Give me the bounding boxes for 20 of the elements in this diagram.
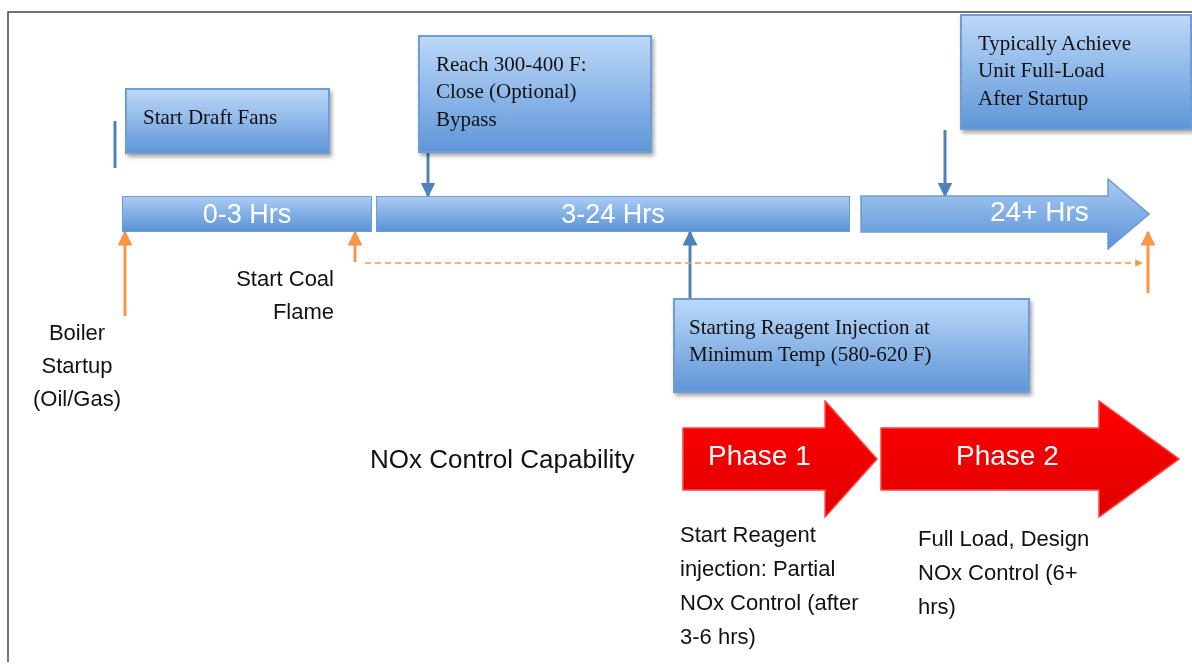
arrow bbox=[117, 230, 133, 316]
text-box: Reach 300-400 F: Close (Optional) Bypass bbox=[418, 35, 652, 153]
text-box: Typically Achieve Unit Full-Load After Startup bbox=[960, 14, 1192, 130]
arrow-label: Phase 1 bbox=[708, 440, 811, 472]
annotation-text: Start Coal Flame bbox=[200, 262, 362, 334]
timeline-bar: 0-3 Hrs bbox=[122, 196, 372, 232]
arrow bbox=[937, 130, 953, 198]
note-text: Full Load, Design NOx Control (6+ hrs) bbox=[918, 525, 1091, 622]
arrow bbox=[1140, 230, 1156, 293]
arrow-label: Phase 2 bbox=[956, 440, 1059, 472]
section-label: NOx Control Capability bbox=[370, 443, 635, 476]
arrow bbox=[682, 230, 698, 298]
text-box: Start Draft Fans bbox=[125, 88, 330, 154]
note-text: Start Reagent injection: Partial NOx Control (after 3-6 hrs) bbox=[680, 521, 860, 652]
arrow bbox=[347, 230, 363, 262]
arrow bbox=[420, 153, 436, 198]
arrow-label: 24+ Hrs bbox=[990, 196, 1089, 228]
text-box: Starting Reagent Injection at Minimum Temp (580-620 F) bbox=[673, 298, 1030, 393]
annotation-text: Boiler Startup (Oil/Gas) bbox=[22, 316, 132, 416]
timeline-bar: 3-24 Hrs bbox=[376, 196, 850, 232]
